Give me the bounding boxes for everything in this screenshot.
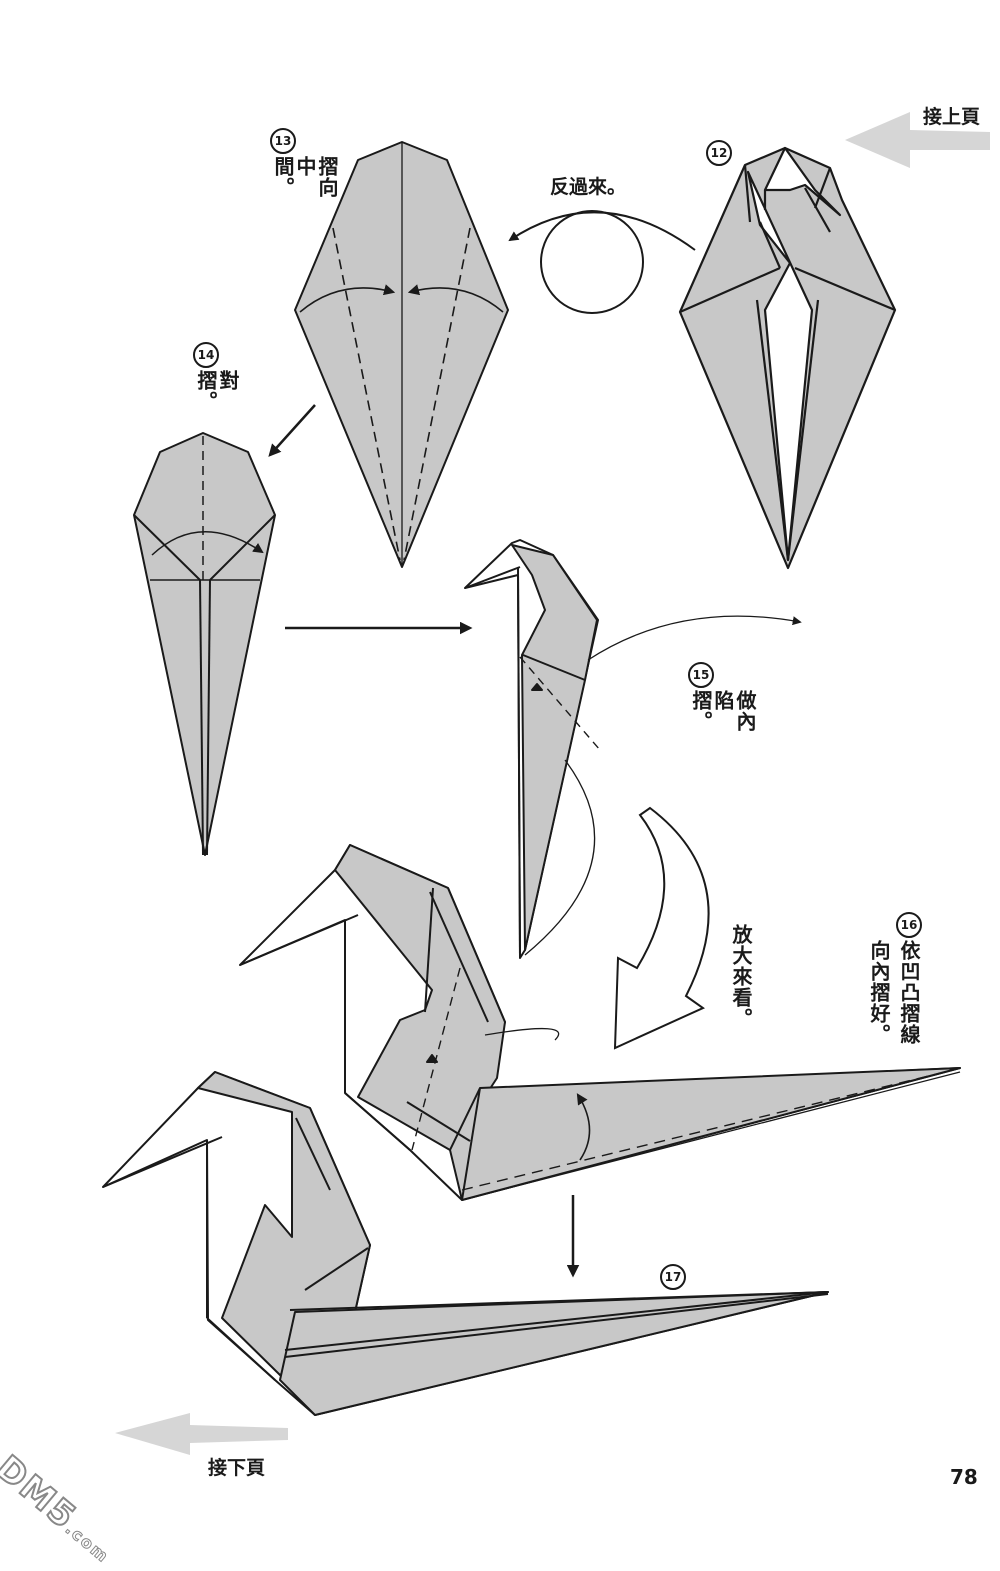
prev-page-label: 接上頁 (923, 106, 981, 128)
step-number-badge: 14 (193, 342, 219, 368)
prev-page-arrow-icon (845, 112, 990, 168)
step-16-label: 16 依凹凸摺線 向內摺好。 (866, 912, 922, 1052)
step-number-badge: 15 (688, 662, 714, 688)
step-number-badge: 13 (270, 128, 296, 154)
next-page-arrow-icon (115, 1413, 288, 1455)
step-13-figure (294, 141, 509, 568)
flip-over-arrow-icon (508, 210, 696, 314)
step-instruction: 對摺。 (194, 370, 240, 412)
step-instruction-line2: 向內摺好。 (867, 940, 891, 1045)
step-instruction: 摺向中間。 (271, 156, 339, 198)
step-arrow-icon (268, 404, 316, 457)
step-16-figure (239, 844, 961, 1201)
step-number-badge: 17 (660, 1264, 686, 1290)
step-14-figure (133, 432, 276, 856)
zoom-in-label: 放大來看。 (729, 924, 753, 1029)
step-instruction: 做內陷摺。 (689, 690, 757, 732)
flip-over-label: 反過來。 (550, 176, 627, 198)
page-number: 78 (950, 1465, 978, 1489)
step-12-figure (678, 146, 897, 570)
step-17-figure (102, 1071, 829, 1416)
next-page-label: 接下頁 (208, 1457, 266, 1479)
step-number-badge: 16 (896, 912, 922, 938)
zoom-in-arrow-icon (613, 806, 710, 1050)
step-instruction-line1: 依凹凸摺線 (897, 940, 921, 1045)
step-15-figure (464, 539, 802, 959)
step-number-badge: 12 (706, 140, 732, 166)
